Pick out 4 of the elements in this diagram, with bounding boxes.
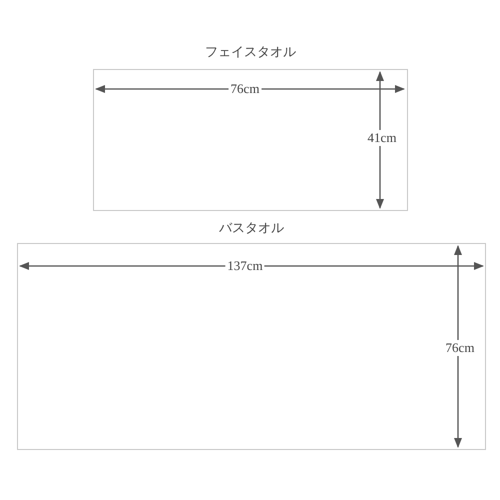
towel-name: フェイスタオル	[204, 44, 297, 60]
towel-name: バスタオル	[218, 220, 285, 236]
dimension-label: 41cm	[366, 130, 398, 146]
dimension-label: 76cm	[444, 340, 476, 356]
